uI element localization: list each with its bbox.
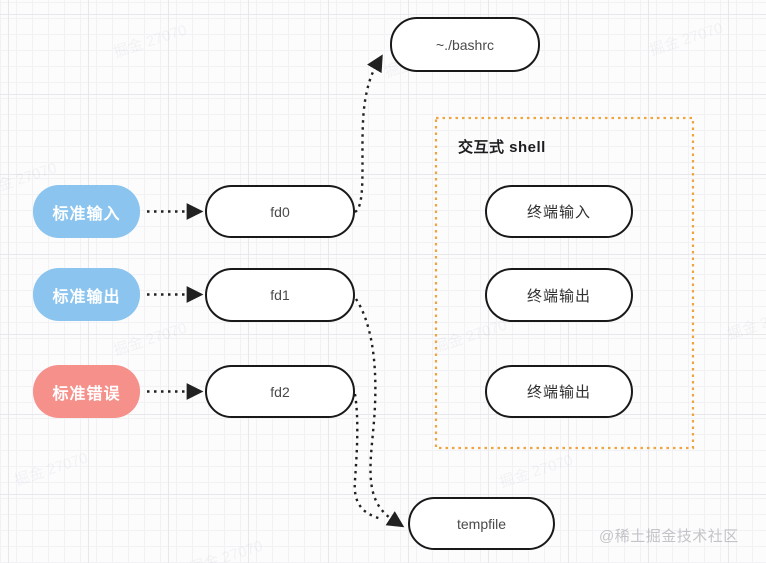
shell-box-border xyxy=(434,116,695,450)
edge-fd0-bashrc xyxy=(354,54,383,214)
node-terminal-input: 终端输入 xyxy=(485,185,633,238)
node-terminal-output-2: 终端输出 xyxy=(485,365,633,418)
pill-stdout: 标准输出 xyxy=(33,268,140,321)
node-fd0: fd0 xyxy=(205,185,355,238)
node-bashrc: ~./bashrc xyxy=(390,17,540,72)
node-terminal-output-1: 终端输出 xyxy=(485,268,633,322)
credit-watermark: @稀土掘金技术社区 xyxy=(599,528,739,545)
pill-stdin: 标准输入 xyxy=(33,185,140,238)
node-fd2: fd2 xyxy=(205,365,355,418)
edge-fd2-tempfile xyxy=(353,393,383,521)
pill-stderr: 标准错误 xyxy=(33,365,140,418)
node-tempfile: tempfile xyxy=(408,497,555,550)
node-fd1: fd1 xyxy=(205,268,355,322)
shell-box-title: 交互式 shell xyxy=(458,139,546,156)
edge-fd1-tempfile xyxy=(354,298,405,528)
